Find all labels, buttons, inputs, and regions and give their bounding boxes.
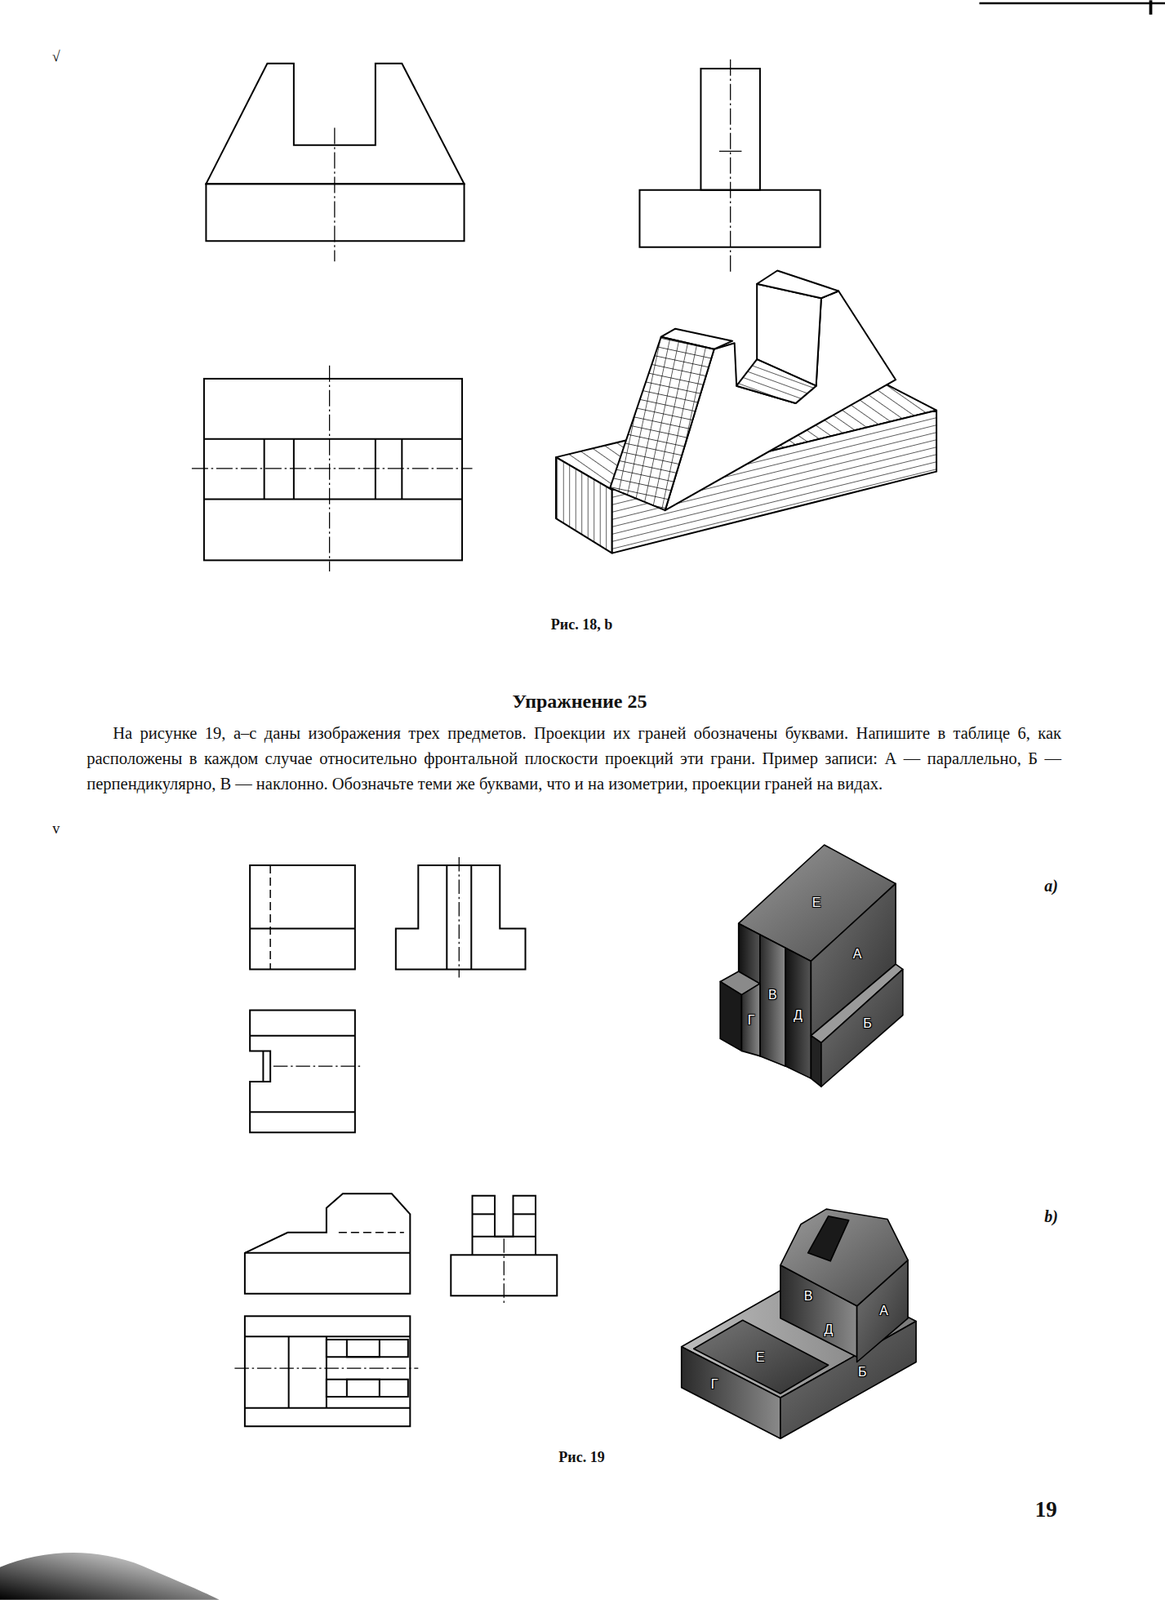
base-left-face: [555, 457, 613, 553]
face-letter: Г: [747, 1013, 756, 1028]
edge-line: [445, 865, 448, 970]
face-letter: Д: [824, 1322, 834, 1338]
face-letter: Г: [711, 1377, 719, 1392]
slot: [808, 1216, 850, 1262]
face-letter: В: [768, 987, 778, 1003]
face-letter: А: [853, 947, 863, 962]
check-mark: v: [52, 820, 60, 838]
face-letter: Е: [812, 895, 822, 911]
outline: [346, 1379, 380, 1397]
edge-line: [979, 2, 1165, 5]
outline: [244, 1193, 410, 1294]
top-view: [191, 365, 473, 572]
edge-line: [204, 498, 463, 500]
prong-top: [756, 270, 839, 298]
step-left: [810, 1036, 821, 1087]
outline: [346, 1339, 380, 1357]
face-letter: Д: [793, 1008, 803, 1023]
face-g: [741, 983, 760, 1057]
edge-line: [244, 1252, 410, 1254]
face-letter: А: [879, 1303, 889, 1319]
hidden-line: [269, 865, 271, 970]
outline: [204, 378, 463, 561]
figure-letter: b): [1044, 1207, 1059, 1227]
edge-line: [262, 1050, 264, 1081]
face-letter: В: [804, 1288, 814, 1303]
center-line: [719, 151, 742, 152]
isometric-b: [681, 1209, 916, 1439]
edge-line: [204, 438, 463, 441]
center-line: [191, 467, 473, 469]
edge-line: [244, 1407, 410, 1410]
face-letter: Б: [858, 1365, 868, 1380]
center-line: [458, 857, 460, 978]
face-d: [785, 947, 811, 1079]
outline: [326, 1339, 409, 1357]
outline: [244, 1316, 410, 1427]
check-mark: √: [52, 47, 61, 65]
figure-caption: Рис. 18, b: [551, 616, 613, 634]
edge-line: [288, 1336, 290, 1408]
isometric-a: [720, 844, 903, 1087]
figure-caption: Рис. 19: [558, 1449, 605, 1467]
step-front: [720, 981, 742, 1051]
exercise-heading: Упражнение 25: [511, 690, 647, 714]
hidden-line: [338, 1231, 405, 1233]
notch-bottom: [736, 359, 816, 404]
scan-smudge: [0, 1552, 220, 1600]
edge-line: [249, 1035, 356, 1037]
outline: [249, 1009, 356, 1133]
edge-line: [249, 927, 356, 930]
edge-line: [244, 1335, 410, 1338]
edge-line: [263, 439, 266, 500]
exercise-text: На рисунке 19, a–c даны изображения трех…: [86, 720, 1062, 797]
page-number: 19: [1035, 1497, 1058, 1523]
edge-tick: [1149, 0, 1153, 14]
views-a: [249, 857, 525, 1133]
center-line: [729, 59, 731, 274]
inclined-face: [609, 337, 714, 511]
outline: [326, 1379, 409, 1397]
edge-line: [472, 1236, 536, 1238]
edge-line: [513, 1213, 536, 1215]
outline: [395, 865, 526, 970]
face-letter: Е: [755, 1349, 765, 1365]
face-v: [760, 934, 786, 1067]
center-line: [333, 128, 335, 263]
edge-line: [470, 865, 472, 970]
outline: [249, 865, 356, 970]
center-line: [273, 1066, 364, 1068]
edge-line: [249, 1111, 356, 1113]
center-line: [234, 1367, 418, 1369]
side-view: [639, 59, 820, 274]
figure-letter: a): [1044, 876, 1059, 896]
front-view: [205, 63, 464, 262]
edge-line: [472, 1213, 495, 1215]
views-b: [234, 1193, 557, 1427]
face-letter: Б: [862, 1016, 872, 1032]
isometric-view: [555, 270, 937, 553]
top-ridges: [780, 1209, 908, 1307]
face-b: [821, 969, 903, 1087]
center-line: [503, 1238, 505, 1306]
